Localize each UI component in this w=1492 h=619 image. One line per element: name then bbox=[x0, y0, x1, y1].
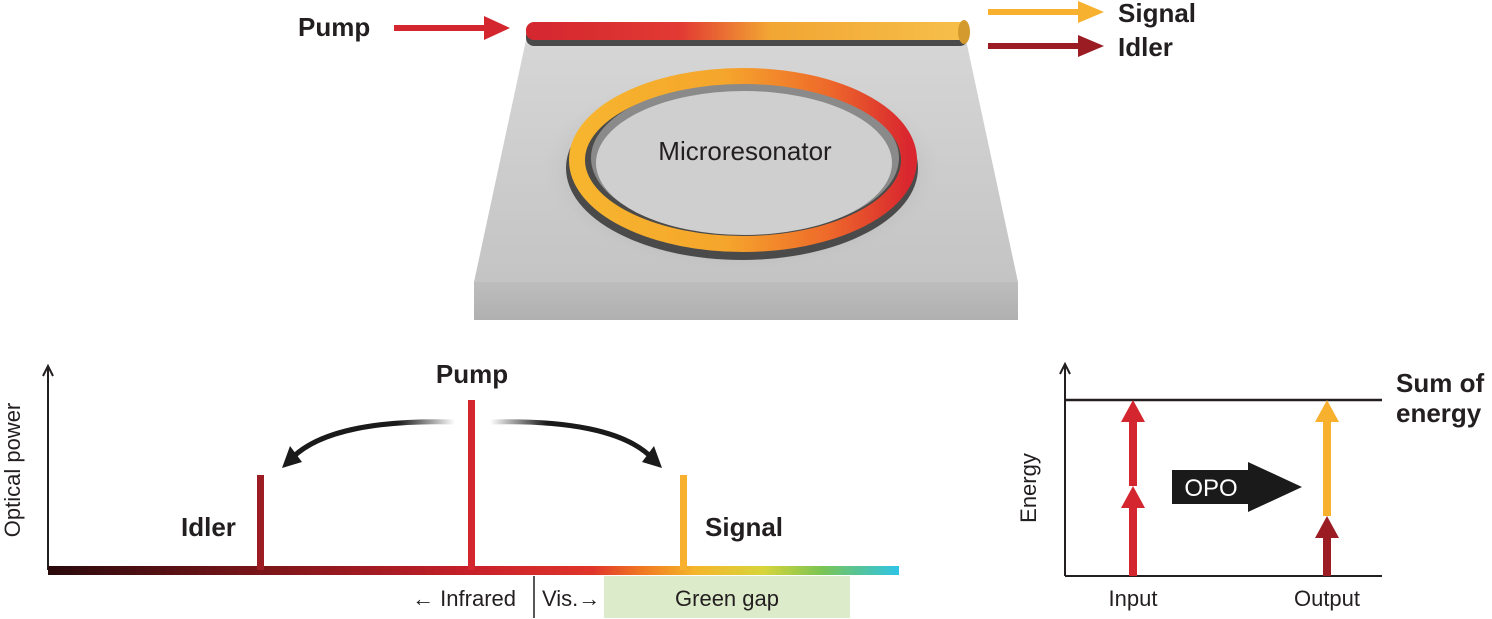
spectrum-signal-label: Signal bbox=[705, 512, 783, 542]
idler-output-arrow-head bbox=[1078, 35, 1104, 57]
visible-label: Vis.→ bbox=[542, 586, 600, 611]
device-signal-label: Signal bbox=[1118, 0, 1196, 28]
pump-to-signal-arrowhead bbox=[642, 446, 662, 468]
green-gap-label: Green gap bbox=[675, 586, 779, 611]
spectrum-y-axis-label: Optical power bbox=[0, 403, 25, 538]
spectrum-panel: Optical power Green gap ← Infrared Vis.→… bbox=[0, 359, 899, 618]
waveguide-end-cap bbox=[958, 20, 970, 44]
device-pump-label: Pump bbox=[298, 12, 370, 42]
infrared-label: ← Infrared bbox=[412, 586, 516, 611]
microresonator-label: Microresonator bbox=[658, 136, 832, 166]
pump-input-arrow-head bbox=[484, 16, 510, 40]
ring-inner-floor bbox=[596, 91, 892, 235]
sum-of-energy-label-line1: Sum of bbox=[1396, 368, 1484, 398]
input-pump-photon-lower-head bbox=[1121, 486, 1145, 508]
output-signal-photon bbox=[1323, 418, 1331, 516]
input-pump-photon-lower bbox=[1129, 506, 1137, 576]
output-idler-photon bbox=[1323, 536, 1331, 576]
energy-y-axis-arrowhead bbox=[1059, 361, 1071, 375]
input-pump-photon-upper-head bbox=[1121, 400, 1145, 422]
device-panel: Microresonator Pump Signal Idler bbox=[298, 0, 1196, 320]
energy-y-axis-label: Energy bbox=[1016, 453, 1041, 523]
pump-to-signal-arrow bbox=[489, 419, 654, 460]
device-idler-label: Idler bbox=[1118, 32, 1173, 62]
output-idler-photon-head bbox=[1315, 516, 1339, 538]
output-signal-photon-head bbox=[1315, 400, 1339, 422]
signal-output-arrow-head bbox=[1078, 1, 1104, 23]
opo-process-arrow bbox=[1172, 462, 1302, 512]
pump-to-idler-arrowhead bbox=[282, 446, 302, 468]
signal-spectral-line bbox=[680, 475, 687, 570]
opo-label: OPO bbox=[1184, 475, 1237, 502]
spectrum-idler-label: Idler bbox=[181, 512, 236, 542]
chip-front-face bbox=[474, 282, 1018, 320]
pump-spectral-line bbox=[468, 400, 475, 570]
sum-of-energy-label-line2: energy bbox=[1396, 398, 1482, 428]
idler-spectral-line bbox=[257, 475, 264, 570]
wavelength-spectrum-bar bbox=[48, 566, 899, 575]
output-label: Output bbox=[1294, 586, 1360, 611]
spectrum-y-axis-arrowhead bbox=[42, 363, 54, 377]
energy-panel: Energy Sum of energy OPO Input Output bbox=[1016, 361, 1484, 611]
input-label: Input bbox=[1109, 586, 1158, 611]
green-gap-region bbox=[604, 576, 850, 618]
pump-to-idler-arrow bbox=[290, 419, 456, 460]
input-pump-photon-upper bbox=[1129, 418, 1137, 486]
spectrum-pump-label: Pump bbox=[436, 359, 508, 389]
bus-waveguide bbox=[526, 22, 968, 40]
microresonator-ring bbox=[569, 68, 917, 252]
